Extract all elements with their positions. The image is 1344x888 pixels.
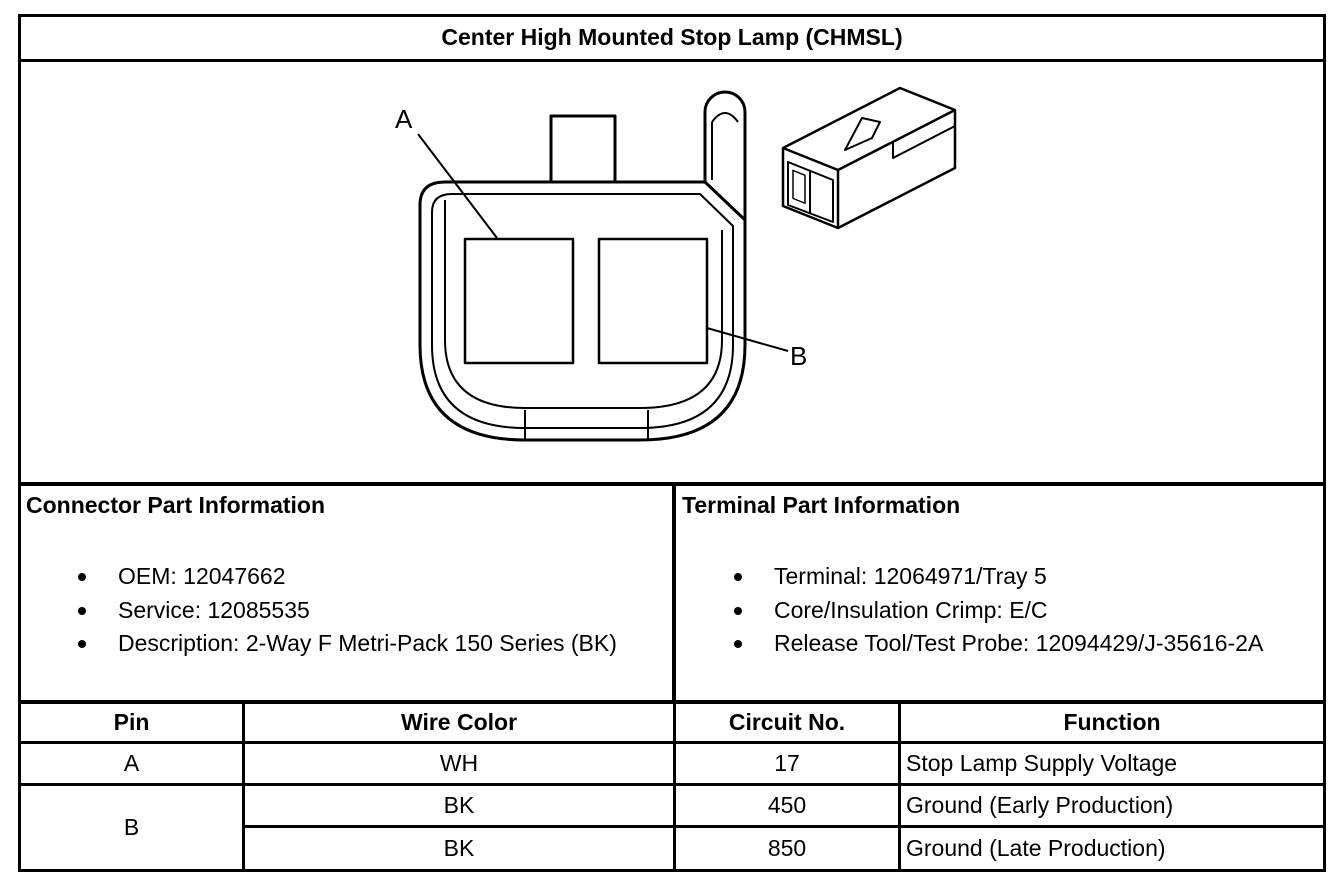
connector-diagram: A B: [395, 86, 957, 442]
terminal-info-list: Terminal: 12064971/Tray 5 Core/Insulatio…: [726, 560, 1263, 661]
terminal-number: Terminal: 12064971/Tray 5: [726, 560, 1263, 594]
table-cell-function: Stop Lamp Supply Voltage: [906, 750, 1178, 776]
row-b-inner-divider: [243, 825, 1326, 828]
table-cell-wire-color: BK: [443, 792, 475, 818]
header-row-divider: [18, 741, 1326, 744]
table-cell-wire-color: WH: [439, 750, 479, 776]
connector-body-outline: [418, 180, 747, 442]
connector-body-inner: [431, 193, 734, 429]
cavity-label-a: A: [395, 104, 413, 134]
col-header-wire-color: Wire Color: [400, 709, 518, 735]
table-cell-circuit: 850: [767, 835, 807, 861]
col-divider-3: [898, 700, 901, 872]
row-a-divider: [18, 783, 1326, 786]
leader-line-a: [417, 133, 498, 239]
terminal-crimp: Core/Insulation Crimp: E/C: [726, 594, 1263, 628]
col-divider-2: [673, 700, 676, 872]
connector-description: Description: 2-Way F Metri-Pack 150 Seri…: [70, 627, 617, 661]
table-cell-wire-color: BK: [443, 835, 475, 861]
connector-service: Service: 12085535: [70, 594, 617, 628]
col-header-pin: Pin: [113, 709, 150, 735]
terminal-cavity-a: [463, 237, 575, 365]
table-cell-pin: A: [123, 750, 140, 776]
connector-sheet-frame: [18, 14, 1326, 872]
leader-line-b: [706, 327, 789, 352]
col-divider-1: [242, 700, 245, 872]
info-column-divider: [672, 482, 676, 704]
col-header-circuit: Circuit No.: [728, 709, 846, 735]
table-cell-pin: B: [123, 814, 140, 840]
title-divider: [18, 59, 1326, 62]
table-cell-function: Ground (Late Production): [906, 835, 1166, 861]
terminal-cavity-b: [597, 237, 709, 365]
connector-isometric-view: [781, 86, 957, 230]
table-cell-function: Ground (Early Production): [906, 792, 1174, 818]
terminal-release-tool: Release Tool/Test Probe: 12094429/J-3561…: [726, 627, 1263, 661]
connector-oem: OEM: 12047662: [70, 560, 617, 594]
connector-lock-tab: [549, 114, 617, 188]
table-cell-circuit: 17: [774, 750, 800, 776]
col-header-function: Function: [1063, 709, 1161, 735]
connector-info-heading: Connector Part Information: [26, 492, 326, 518]
connector-info-list: OEM: 12047662 Service: 12085535 Descript…: [70, 560, 617, 661]
terminal-info-heading: Terminal Part Information: [682, 492, 961, 518]
page-title: Center High Mounted Stop Lamp (CHMSL): [441, 23, 903, 50]
cavity-label-b: B: [790, 341, 807, 371]
table-cell-circuit: 450: [767, 792, 807, 818]
